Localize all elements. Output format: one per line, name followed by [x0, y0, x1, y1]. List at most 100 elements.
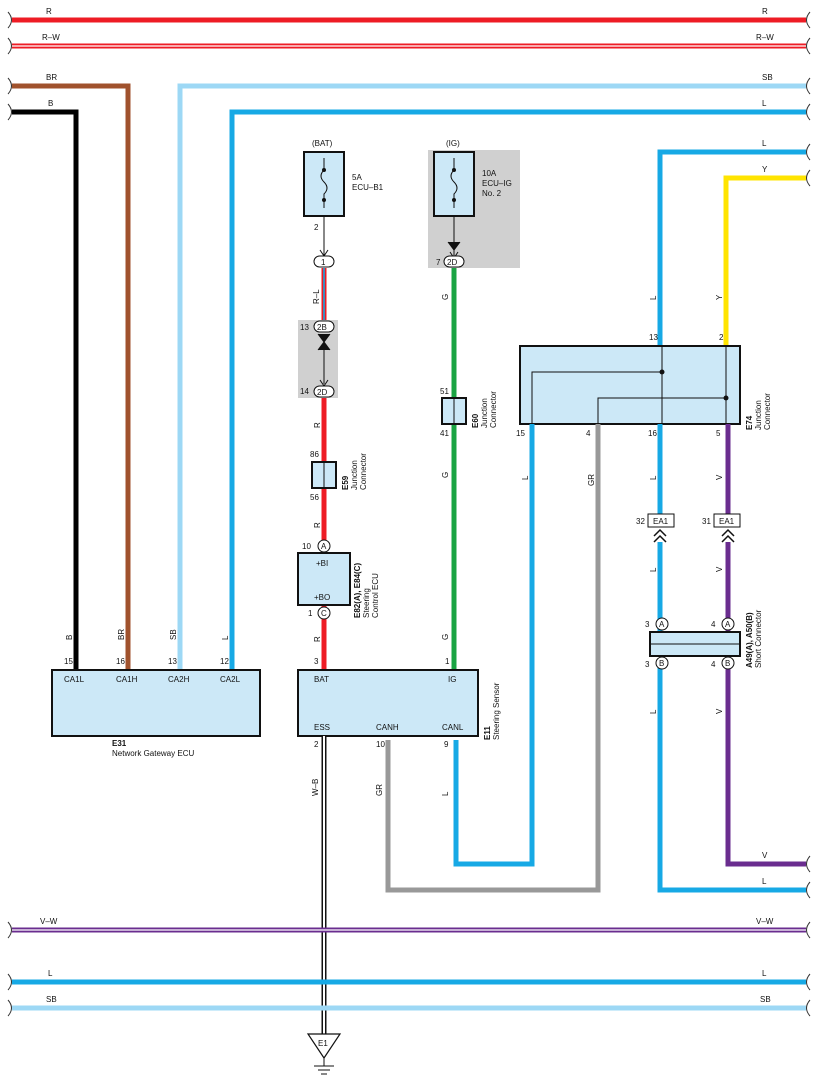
svg-text:R: R [313, 636, 322, 642]
svg-text:V: V [762, 851, 768, 860]
svg-text:A: A [321, 542, 327, 551]
svg-text:B: B [725, 659, 730, 668]
wire-rl-label: R–L [312, 289, 321, 304]
connector-1: 1 [313, 255, 335, 268]
steering-control-ecu-e82: 10 A +BI +BO 1 C E82(A), E84(C) Steering… [297, 539, 380, 620]
svg-text:10: 10 [302, 542, 311, 551]
svg-text:V: V [715, 566, 724, 572]
svg-text:C: C [321, 609, 327, 618]
svg-text:GR: GR [587, 474, 596, 486]
fuse-bat-pin: 2 [314, 223, 319, 232]
svg-text:Network Gateway ECU: Network Gateway ECU [112, 749, 194, 758]
wire-l-label: L [649, 295, 658, 300]
svg-text:2D: 2D [317, 388, 327, 397]
svg-text:BAT: BAT [314, 675, 329, 684]
break-mark-icon [7, 11, 12, 29]
svg-text:E59: E59 [341, 475, 350, 490]
svg-text:E82(A), E84(C): E82(A), E84(C) [353, 563, 362, 618]
connector-ea1-right: 31 EA1 [702, 513, 741, 543]
svg-text:ESS: ESS [314, 723, 330, 732]
bus-rw-label-left: R–W [42, 33, 60, 42]
wire-l-canl: L L [441, 424, 535, 867]
bus-r-label-right: R [762, 7, 768, 16]
break-mark-icon [806, 143, 811, 161]
wire-wb-ground: W–B [311, 736, 327, 1034]
svg-text:G: G [441, 634, 450, 640]
svg-text:10A: 10A [482, 169, 497, 178]
svg-text:13: 13 [300, 323, 309, 332]
break-mark-icon [806, 921, 811, 939]
wire-l-label: L [221, 635, 230, 640]
svg-text:L: L [649, 709, 658, 714]
wire-br-label: BR [117, 629, 126, 640]
svg-text:2D: 2D [447, 258, 457, 267]
svg-text:3: 3 [645, 620, 650, 629]
fuse-bat-name: ECU–B1 [352, 183, 384, 192]
wire-l-e31: L L [221, 99, 811, 670]
svg-text:L: L [441, 791, 450, 796]
svg-text:1: 1 [321, 258, 326, 267]
svg-text:86: 86 [310, 450, 319, 459]
svg-text:16: 16 [116, 657, 125, 666]
svg-text:B: B [659, 659, 664, 668]
svg-text:GR: GR [375, 784, 384, 796]
svg-text:Control ECU: Control ECU [371, 573, 380, 618]
fuse-bat: (BAT) 5A ECU–B1 2 [303, 139, 384, 257]
wire-l-right: L L [649, 139, 811, 346]
svg-text:EA1: EA1 [653, 517, 669, 526]
wire-r-bat: R R R [313, 398, 327, 670]
svg-text:V: V [715, 474, 724, 480]
bus-vw: V–W V–W [7, 917, 811, 939]
junction-connector-e74: 13 2 15 4 16 5 E74 Junction Connector [516, 333, 772, 438]
break-mark-icon [806, 37, 811, 55]
short-connector-a49: 3 A 4 A 3 B 4 B A49(A), A50(B) Short Con… [645, 609, 763, 670]
svg-text:R: R [313, 522, 322, 528]
svg-text:SB: SB [46, 995, 57, 1004]
bus-sb-bottom: SB SB [7, 995, 811, 1017]
wire-l-16: L L L L [649, 424, 811, 899]
svg-text:V: V [715, 708, 724, 714]
shade-2b-2d [298, 320, 338, 398]
svg-text:4: 4 [586, 429, 591, 438]
wire-v-5: V V V V [715, 424, 811, 873]
svg-text:3: 3 [314, 657, 319, 666]
wire-b-label: B [65, 635, 74, 640]
network-gateway-ecu-e31: 15 16 13 12 CA1L CA1H CA2H CA2L E31 Netw… [51, 657, 261, 758]
svg-text:G: G [441, 294, 450, 300]
bus-br-label: BR [46, 73, 57, 82]
bus-l-right-label: L [762, 139, 767, 148]
break-mark-icon [806, 169, 811, 187]
break-mark-icon [806, 855, 811, 873]
connector-2b: 13 2B [300, 320, 335, 351]
svg-text:Junction: Junction [754, 400, 763, 430]
svg-text:E60: E60 [471, 413, 480, 428]
svg-text:Steering: Steering [362, 588, 371, 618]
svg-text:15: 15 [64, 657, 73, 666]
wire-gr-canh: GR GR [375, 424, 601, 893]
break-mark-icon [7, 103, 12, 121]
break-mark-icon [806, 881, 811, 899]
svg-text:13: 13 [649, 333, 658, 342]
svg-text:56: 56 [310, 493, 319, 502]
svg-text:1: 1 [308, 609, 313, 618]
break-mark-icon [7, 77, 12, 95]
steering-sensor-e11: 3 1 BAT IG ESS CANH CANL 2 10 9 E11 Stee… [297, 657, 501, 749]
break-mark-icon [806, 77, 811, 95]
bus-sb-label: SB [762, 73, 773, 82]
svg-text:SB: SB [760, 995, 771, 1004]
svg-text:A: A [725, 620, 731, 629]
bus-rw-label-right: R–W [756, 33, 774, 42]
svg-text:L: L [521, 475, 530, 480]
svg-text:CANL: CANL [442, 723, 464, 732]
svg-text:ECU–IG: ECU–IG [482, 179, 512, 188]
bus-y-label: Y [762, 165, 768, 174]
svg-text:Junction: Junction [350, 460, 359, 490]
fuse-ig: (IG) 10A ECU–IG No. 2 7 2D [433, 139, 512, 268]
wire-br: BR BR [7, 73, 131, 670]
ground-e1-icon: E1 [306, 1033, 342, 1075]
svg-text:CANH: CANH [376, 723, 399, 732]
connector-ea1-left: 32 EA1 [636, 513, 675, 543]
svg-text:E11: E11 [483, 726, 492, 740]
wire-rl: R–L [312, 268, 327, 320]
